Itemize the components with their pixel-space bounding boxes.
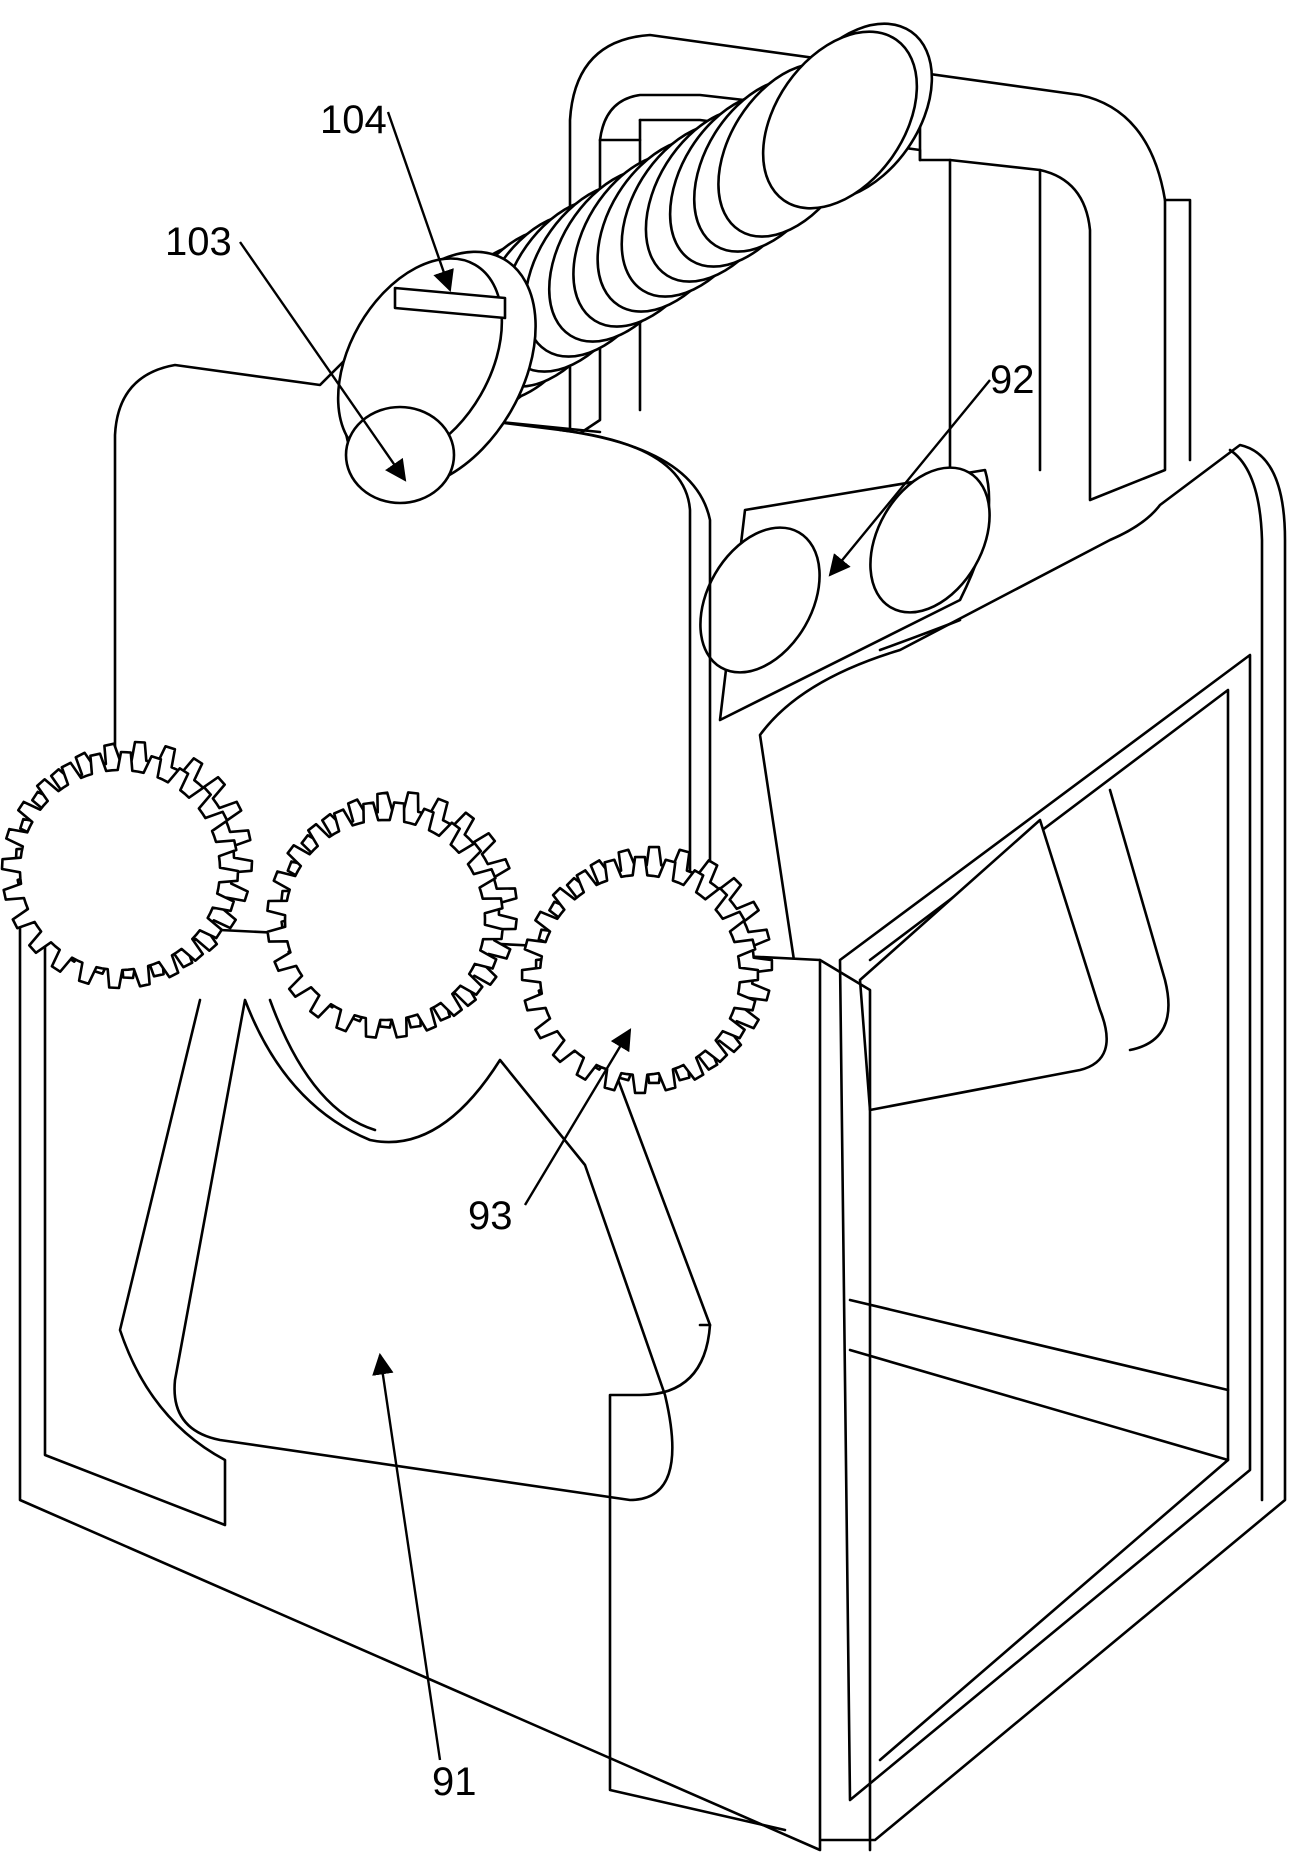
leader-92 xyxy=(828,379,991,577)
screw-end-collar xyxy=(761,22,934,210)
gear-front-face xyxy=(0,750,240,990)
lower-front-block xyxy=(18,918,872,1852)
leader-lines xyxy=(239,111,991,1761)
gear-front-face xyxy=(520,855,760,1095)
leader-93 xyxy=(523,1028,632,1206)
gear-middle xyxy=(266,791,518,1039)
label-93: 93 xyxy=(468,1194,513,1238)
leader-103 xyxy=(239,241,407,482)
gear-front-face xyxy=(266,801,504,1039)
leader-104 xyxy=(386,111,454,293)
label-104: 104 xyxy=(320,98,387,142)
roller-92 xyxy=(699,466,991,722)
label-92: 92 xyxy=(990,358,1035,402)
front-plate xyxy=(113,348,712,1002)
gear-right xyxy=(520,845,774,1095)
label-103: 103 xyxy=(165,220,232,264)
inner-wedge xyxy=(858,788,1170,1112)
leader-91 xyxy=(372,1352,442,1761)
shaft-end-103 xyxy=(344,405,456,505)
gear-left xyxy=(0,740,254,990)
label-91: 91 xyxy=(432,1760,477,1804)
